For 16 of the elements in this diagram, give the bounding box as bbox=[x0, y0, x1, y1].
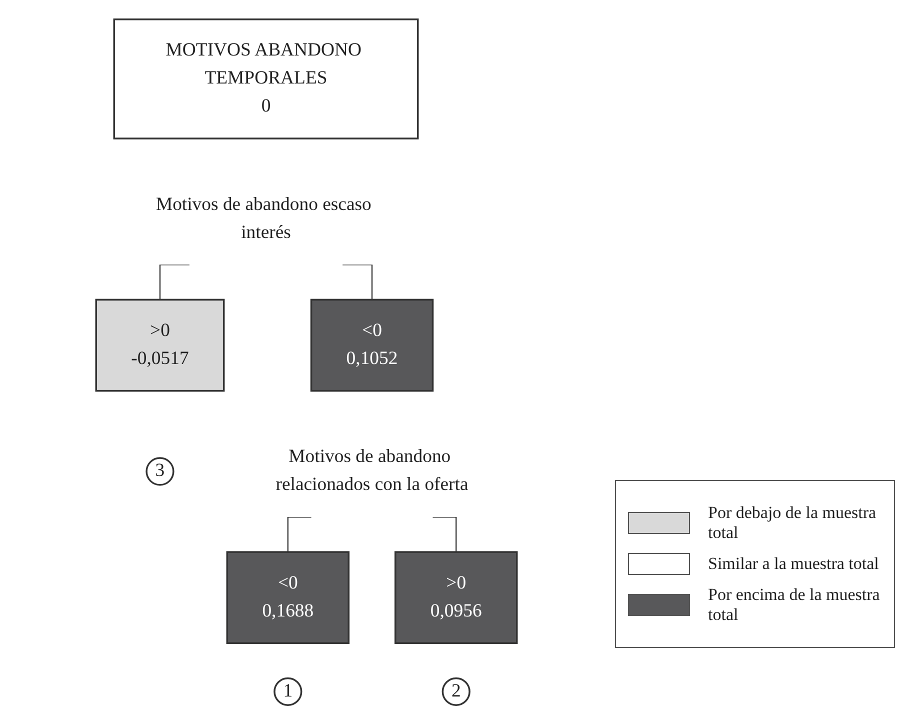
connector bbox=[159, 264, 190, 300]
legend-text: Similar a la muestra total bbox=[708, 554, 879, 574]
node-box: >0 0,0956 bbox=[394, 551, 518, 644]
connector bbox=[287, 516, 312, 552]
legend-text: Por debajo de la muestra total bbox=[708, 503, 878, 543]
node-box: <0 0,1688 bbox=[226, 551, 350, 644]
connector bbox=[432, 516, 457, 552]
node-text: Motivos de abandono relacionados con la oferta bbox=[276, 446, 468, 495]
node-circle: 3 bbox=[146, 457, 174, 486]
connector bbox=[342, 264, 373, 300]
node-box: <0 0,1052 bbox=[310, 298, 434, 392]
legend-text: Por encima de la muestra total bbox=[708, 585, 881, 625]
node-circle: 1 bbox=[274, 677, 302, 706]
node-box: >0 -0,0517 bbox=[95, 298, 225, 392]
node-circle: 2 bbox=[442, 677, 470, 706]
node-box: MOTIVOS ABANDONO TEMPORALES 0 bbox=[113, 18, 419, 140]
